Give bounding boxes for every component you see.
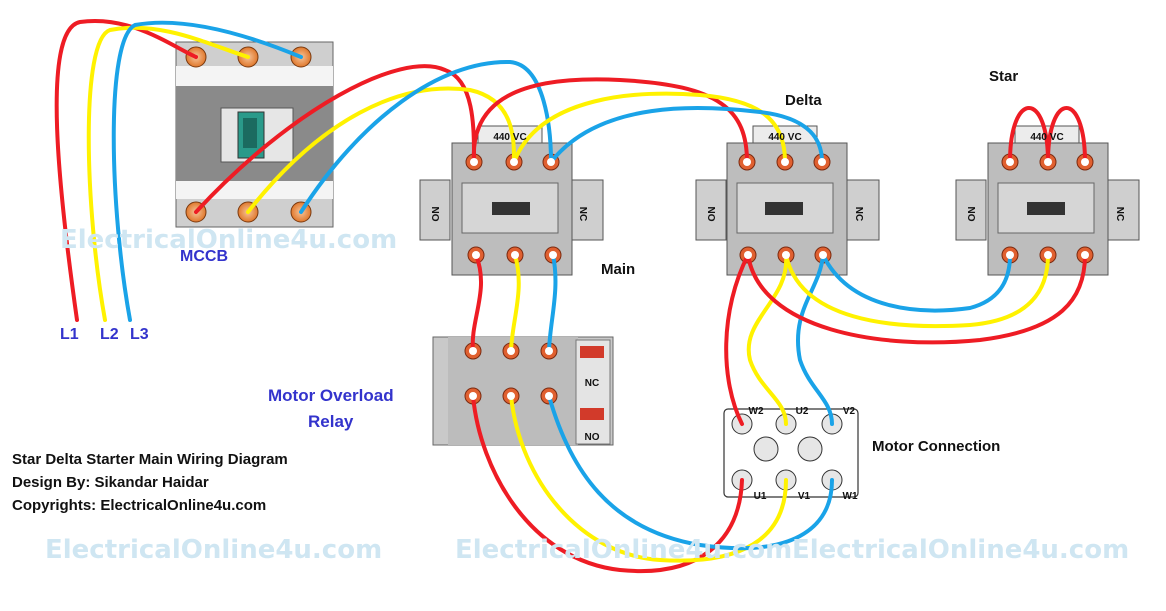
wire-main-delta-b [549,106,824,164]
diagram-title: Star Delta Starter Main Wiring Diagram [12,451,288,468]
wire-star-link-1 [1008,106,1050,164]
contactor-main [419,125,604,276]
wire-l2 [86,25,250,322]
delta-nc-label: NC [853,207,864,221]
motor-connection-label: Motor Connection [872,438,1001,455]
motor-terminal-v2: V2 [843,406,856,417]
star-coil-voltage: 440 VC [1030,132,1063,143]
overload-nc-label: NC [585,378,599,389]
motor-terminal-u2: U2 [796,406,809,417]
wire-main-ol-y [509,253,521,353]
delta-no-label: NO [705,207,716,222]
design-credit: Design By: Sikandar Haidar [12,474,209,491]
wire-delta-w2 [724,253,750,426]
overload-no-label: NO [585,432,600,443]
delta-contactor-label: Delta [785,92,822,109]
wire-delta-u2 [746,253,789,426]
wire-l3 [111,20,303,322]
terminal-screws [469,158,1089,400]
main-nc-label: NC [577,207,588,221]
overload-relay-label-line1: Motor Overload [268,386,394,405]
watermark-4: ElectricalOnline4u.com [792,535,1130,565]
motor-terminal-box [723,408,859,498]
wire-l1 [54,18,198,322]
wire-main-delta-y [512,91,787,164]
motor-terminal-v1: V1 [798,491,811,502]
main-contactor-label: Main [601,261,636,278]
watermark-2: ElectricalOnline4u.com [45,535,383,565]
motor-terminal-w2: W2 [749,406,764,417]
watermark-1: ElectricalOnline4u.com [60,225,398,255]
motor-terminal-u1: U1 [754,491,767,502]
wire-ol-u1 [471,394,744,574]
star-no-label: NO [965,207,976,222]
wire-delta-star-r [746,253,1087,345]
wires [54,18,1087,574]
mccb-label: MCCB [180,248,228,265]
supply-l1-label: L1 [60,326,79,343]
wire-main-ol-b [547,253,558,353]
wire-delta-star-y [784,253,1050,329]
wire-delta-v2 [796,253,834,426]
overload-relay-label-line2: Relay [308,412,354,431]
wire-main-delta-r [471,77,749,164]
wire-delta-star-b [821,253,1012,313]
wire-star-link-2 [1046,106,1087,164]
wire-ol-w1 [547,394,834,551]
star-nc-label: NC [1114,207,1125,221]
wire-mccb-main-y [246,86,517,214]
watermark-3: ElectricalOnline4u.com [455,535,793,565]
main-no-label: NO [429,207,440,222]
copyright-notice: Copyrights: ElectricalOnline4u.com [12,497,267,514]
overload-relay [432,336,614,446]
wire-main-ol-r [470,253,484,353]
main-coil-voltage: 440 VC [493,132,526,143]
star-contactor-label: Star [989,68,1019,85]
wire-mccb-main-r [194,64,477,214]
supply-l3-label: L3 [130,326,149,343]
supply-l2-label: L2 [100,326,119,343]
delta-coil-voltage: 440 VC [768,132,801,143]
motor-terminal-w1: W1 [843,491,858,502]
wire-ol-v1 [509,394,788,563]
wire-mccb-main-b [299,59,553,214]
